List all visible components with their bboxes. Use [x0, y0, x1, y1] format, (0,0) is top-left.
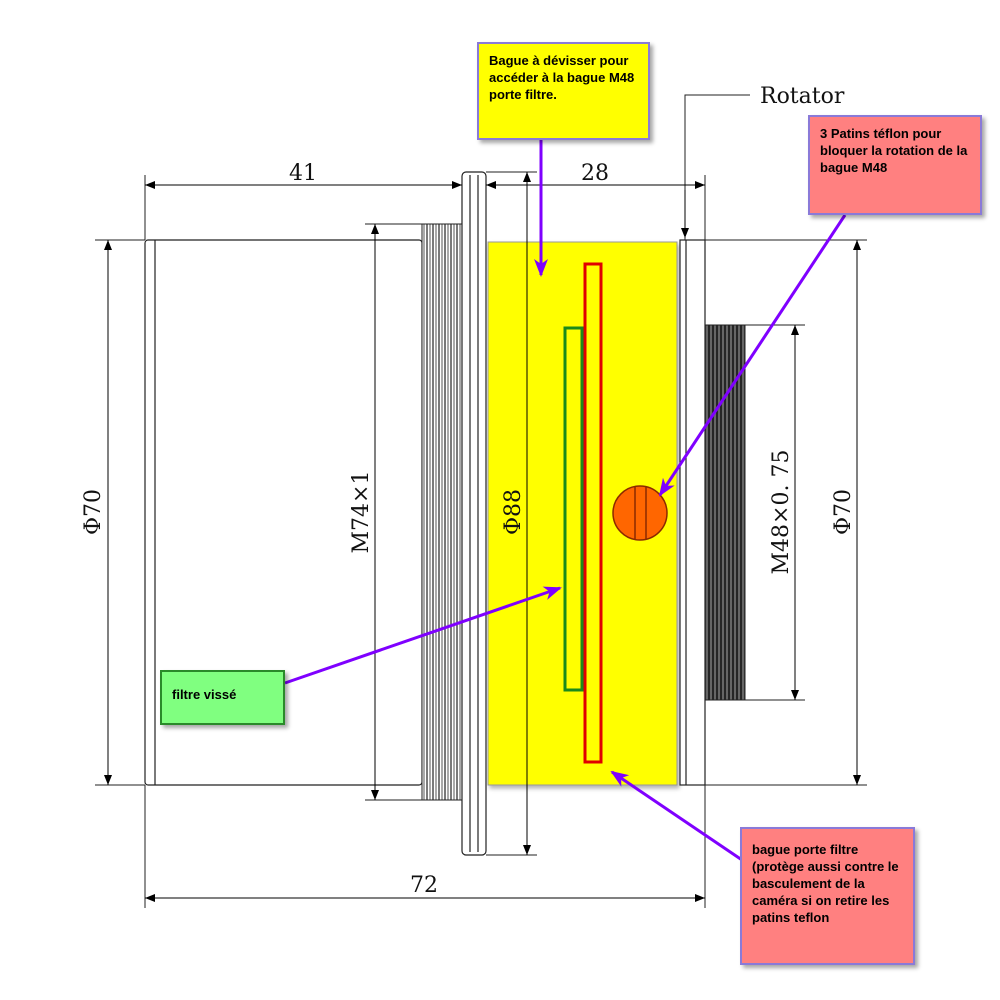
callout-ring-unscrew: Bague à dévisser pour accéder à la bague…: [477, 42, 650, 140]
dim-41: 41: [289, 161, 317, 186]
rotator-label: Rotator: [760, 84, 845, 109]
dim-phi88: Φ88: [501, 489, 526, 535]
teflon-pad-icon: [612, 485, 668, 541]
callout-filter-text: filtre vissé: [172, 687, 237, 702]
callout-arrows: [284, 140, 847, 864]
callout-teflon-pads: 3 Patins téflon pour bloquer la rotation…: [808, 115, 982, 215]
rotator-ring: [679, 239, 706, 786]
dimension-lines: [104, 172, 861, 902]
filter-rect: [563, 326, 584, 692]
m48-thread: [704, 324, 746, 701]
callout-teflon-pads-text: 3 Patins téflon pour bloquer la rotation…: [820, 126, 968, 175]
dim-m48: M48×0. 75: [769, 450, 794, 575]
flange: [461, 171, 487, 856]
arrow-filter-ring: [610, 770, 746, 864]
dim-72: 72: [410, 873, 438, 898]
arrow-teflon-pads: [658, 214, 847, 497]
filter-ring-rect: [583, 262, 603, 764]
callout-filter-ring-text: bague porte filtre (protège aussi contre…: [752, 842, 899, 925]
callout-filter-ring: bague porte filtre (protège aussi contre…: [740, 827, 915, 965]
dim-28: 28: [581, 161, 609, 186]
dim-phi70-right: Φ70: [831, 489, 856, 535]
dim-m74: M74×1: [349, 471, 374, 554]
callout-ring-unscrew-text: Bague à dévisser pour accéder à la bague…: [489, 53, 635, 102]
arrow-filter: [284, 586, 562, 685]
callout-filter: filtre vissé: [160, 670, 285, 725]
dim-phi70-left: Φ70: [81, 489, 106, 535]
m74-thread: [421, 223, 463, 801]
